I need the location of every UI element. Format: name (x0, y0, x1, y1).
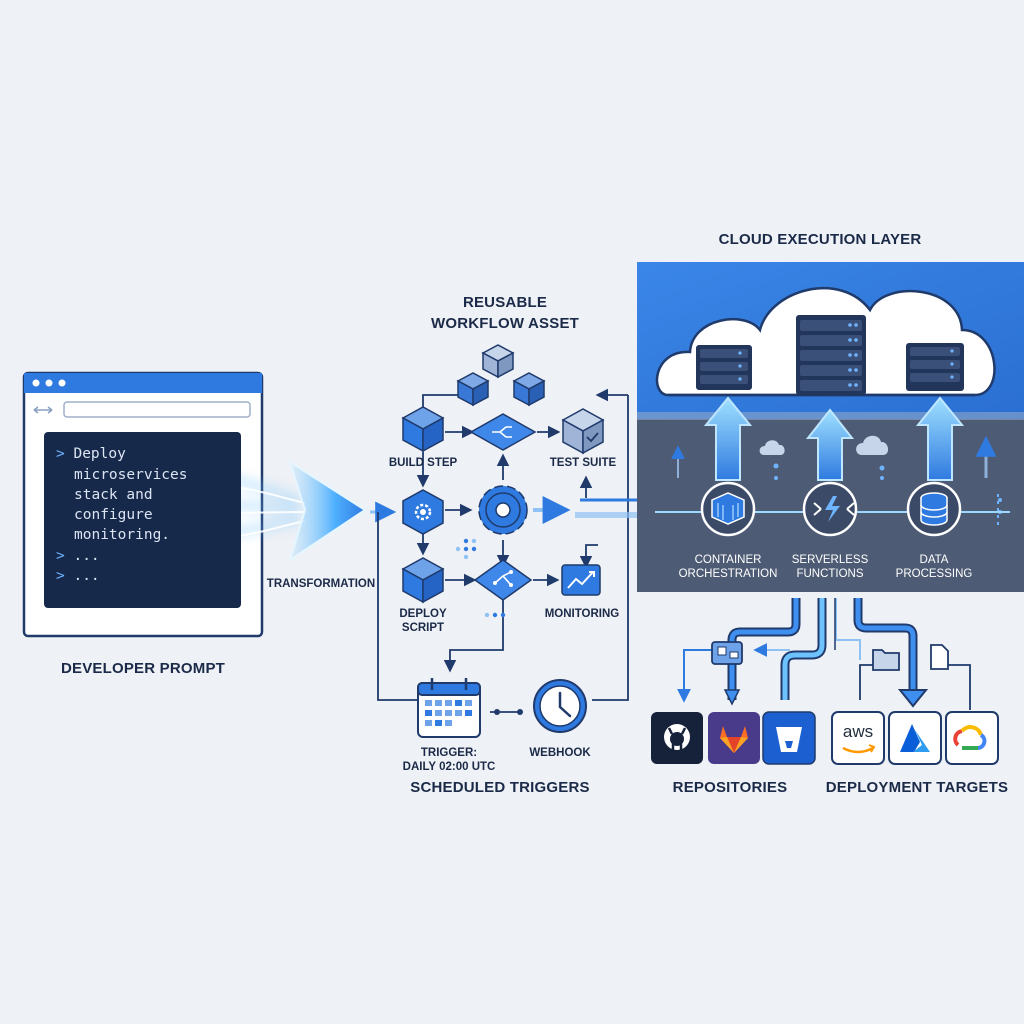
branch-diamond-icon (473, 559, 533, 601)
folder-icon (872, 649, 900, 671)
deploy-script-cube-icon (401, 557, 445, 604)
deploy-script-label-line1: DEPLOY (399, 608, 447, 620)
test-suite-cube-icon (561, 408, 605, 455)
github-icon[interactable] (651, 712, 703, 764)
workflow-title-line2: WORKFLOW ASSET (430, 315, 580, 332)
server-rack-icon (906, 343, 964, 391)
service-label-line2: FUNCTIONS (796, 568, 864, 580)
window-dot-icon (32, 379, 40, 387)
upward-flow-arrows (671, 396, 999, 525)
calendar-icon (417, 678, 481, 738)
aws-wordmark: aws (842, 722, 874, 741)
decorative-dots (455, 538, 506, 618)
terminal-panel[interactable]: > Deploy microservices stack and configu… (44, 432, 241, 608)
decision-diamond-icon (469, 413, 537, 451)
terminal-line: monitoring. (74, 527, 171, 543)
gitlab-icon[interactable] (708, 712, 760, 764)
deployment-targets-label: DEPLOYMENT TARGETS (825, 779, 1009, 796)
service-label-line2: ORCHESTRATION (678, 568, 778, 580)
service-label-line1: SERVERLESS (791, 554, 869, 566)
terminal-line: > ... (56, 548, 100, 564)
gear-hexagon-icon (402, 489, 444, 535)
monitoring-chart-icon (561, 564, 601, 596)
server-rack-icon (696, 345, 752, 390)
database-icon (906, 481, 962, 537)
clock-icon (533, 679, 587, 733)
bitbucket-icon[interactable] (762, 711, 816, 765)
trigger-label-line2: DAILY 02:00 UTC (402, 761, 496, 773)
build-step-label: BUILD STEP (388, 457, 458, 469)
transformation-label: TRANSFORMATION (266, 578, 376, 590)
window-dot-icon (45, 379, 53, 387)
small-cloud-icon (759, 435, 889, 455)
window-dot-icon (58, 379, 66, 387)
aws-icon[interactable] (831, 711, 885, 765)
container-icon (700, 481, 756, 537)
google-cloud-icon[interactable] (945, 711, 999, 765)
test-suite-label: TEST SUITE (549, 457, 617, 469)
terminal-line: microservices (74, 467, 188, 483)
monitoring-label: MONITORING (544, 608, 620, 620)
webhook-label: WEBHOOK (529, 747, 591, 759)
resize-arrows-icon (33, 406, 53, 414)
service-label-line1: CONTAINER (694, 554, 762, 566)
build-step-cube-icon (401, 406, 445, 453)
azure-icon[interactable] (888, 711, 942, 765)
lambda-icon (802, 481, 858, 537)
terminal-line: > Deploy (56, 446, 126, 462)
deploy-script-label-line2: SCRIPT (401, 622, 445, 634)
terminal-line: configure (74, 507, 153, 523)
service-label-line1: DATA (919, 554, 949, 566)
output-pipes (677, 598, 971, 710)
file-icon (930, 644, 949, 670)
terminal-line: stack and (74, 487, 153, 503)
terminal-line: > ... (56, 568, 100, 584)
cloud-layer-title: CLOUD EXECUTION LAYER (718, 231, 922, 248)
address-bar[interactable] (63, 401, 251, 418)
scheduled-triggers-label: SCHEDULED TRIGGERS (410, 779, 590, 796)
trigger-label-line1: TRIGGER: (420, 747, 478, 759)
developer-prompt-label: DEVELOPER PROMPT (60, 660, 226, 677)
workflow-title-line1: REUSABLE (462, 294, 548, 311)
repositories-label: REPOSITORIES (672, 779, 788, 796)
gear-icon (478, 485, 528, 535)
server-rack-icon (796, 315, 866, 395)
connector-node-icon (711, 641, 743, 665)
stacked-blocks-icon (456, 344, 546, 407)
service-label-line2: PROCESSING (895, 568, 973, 580)
